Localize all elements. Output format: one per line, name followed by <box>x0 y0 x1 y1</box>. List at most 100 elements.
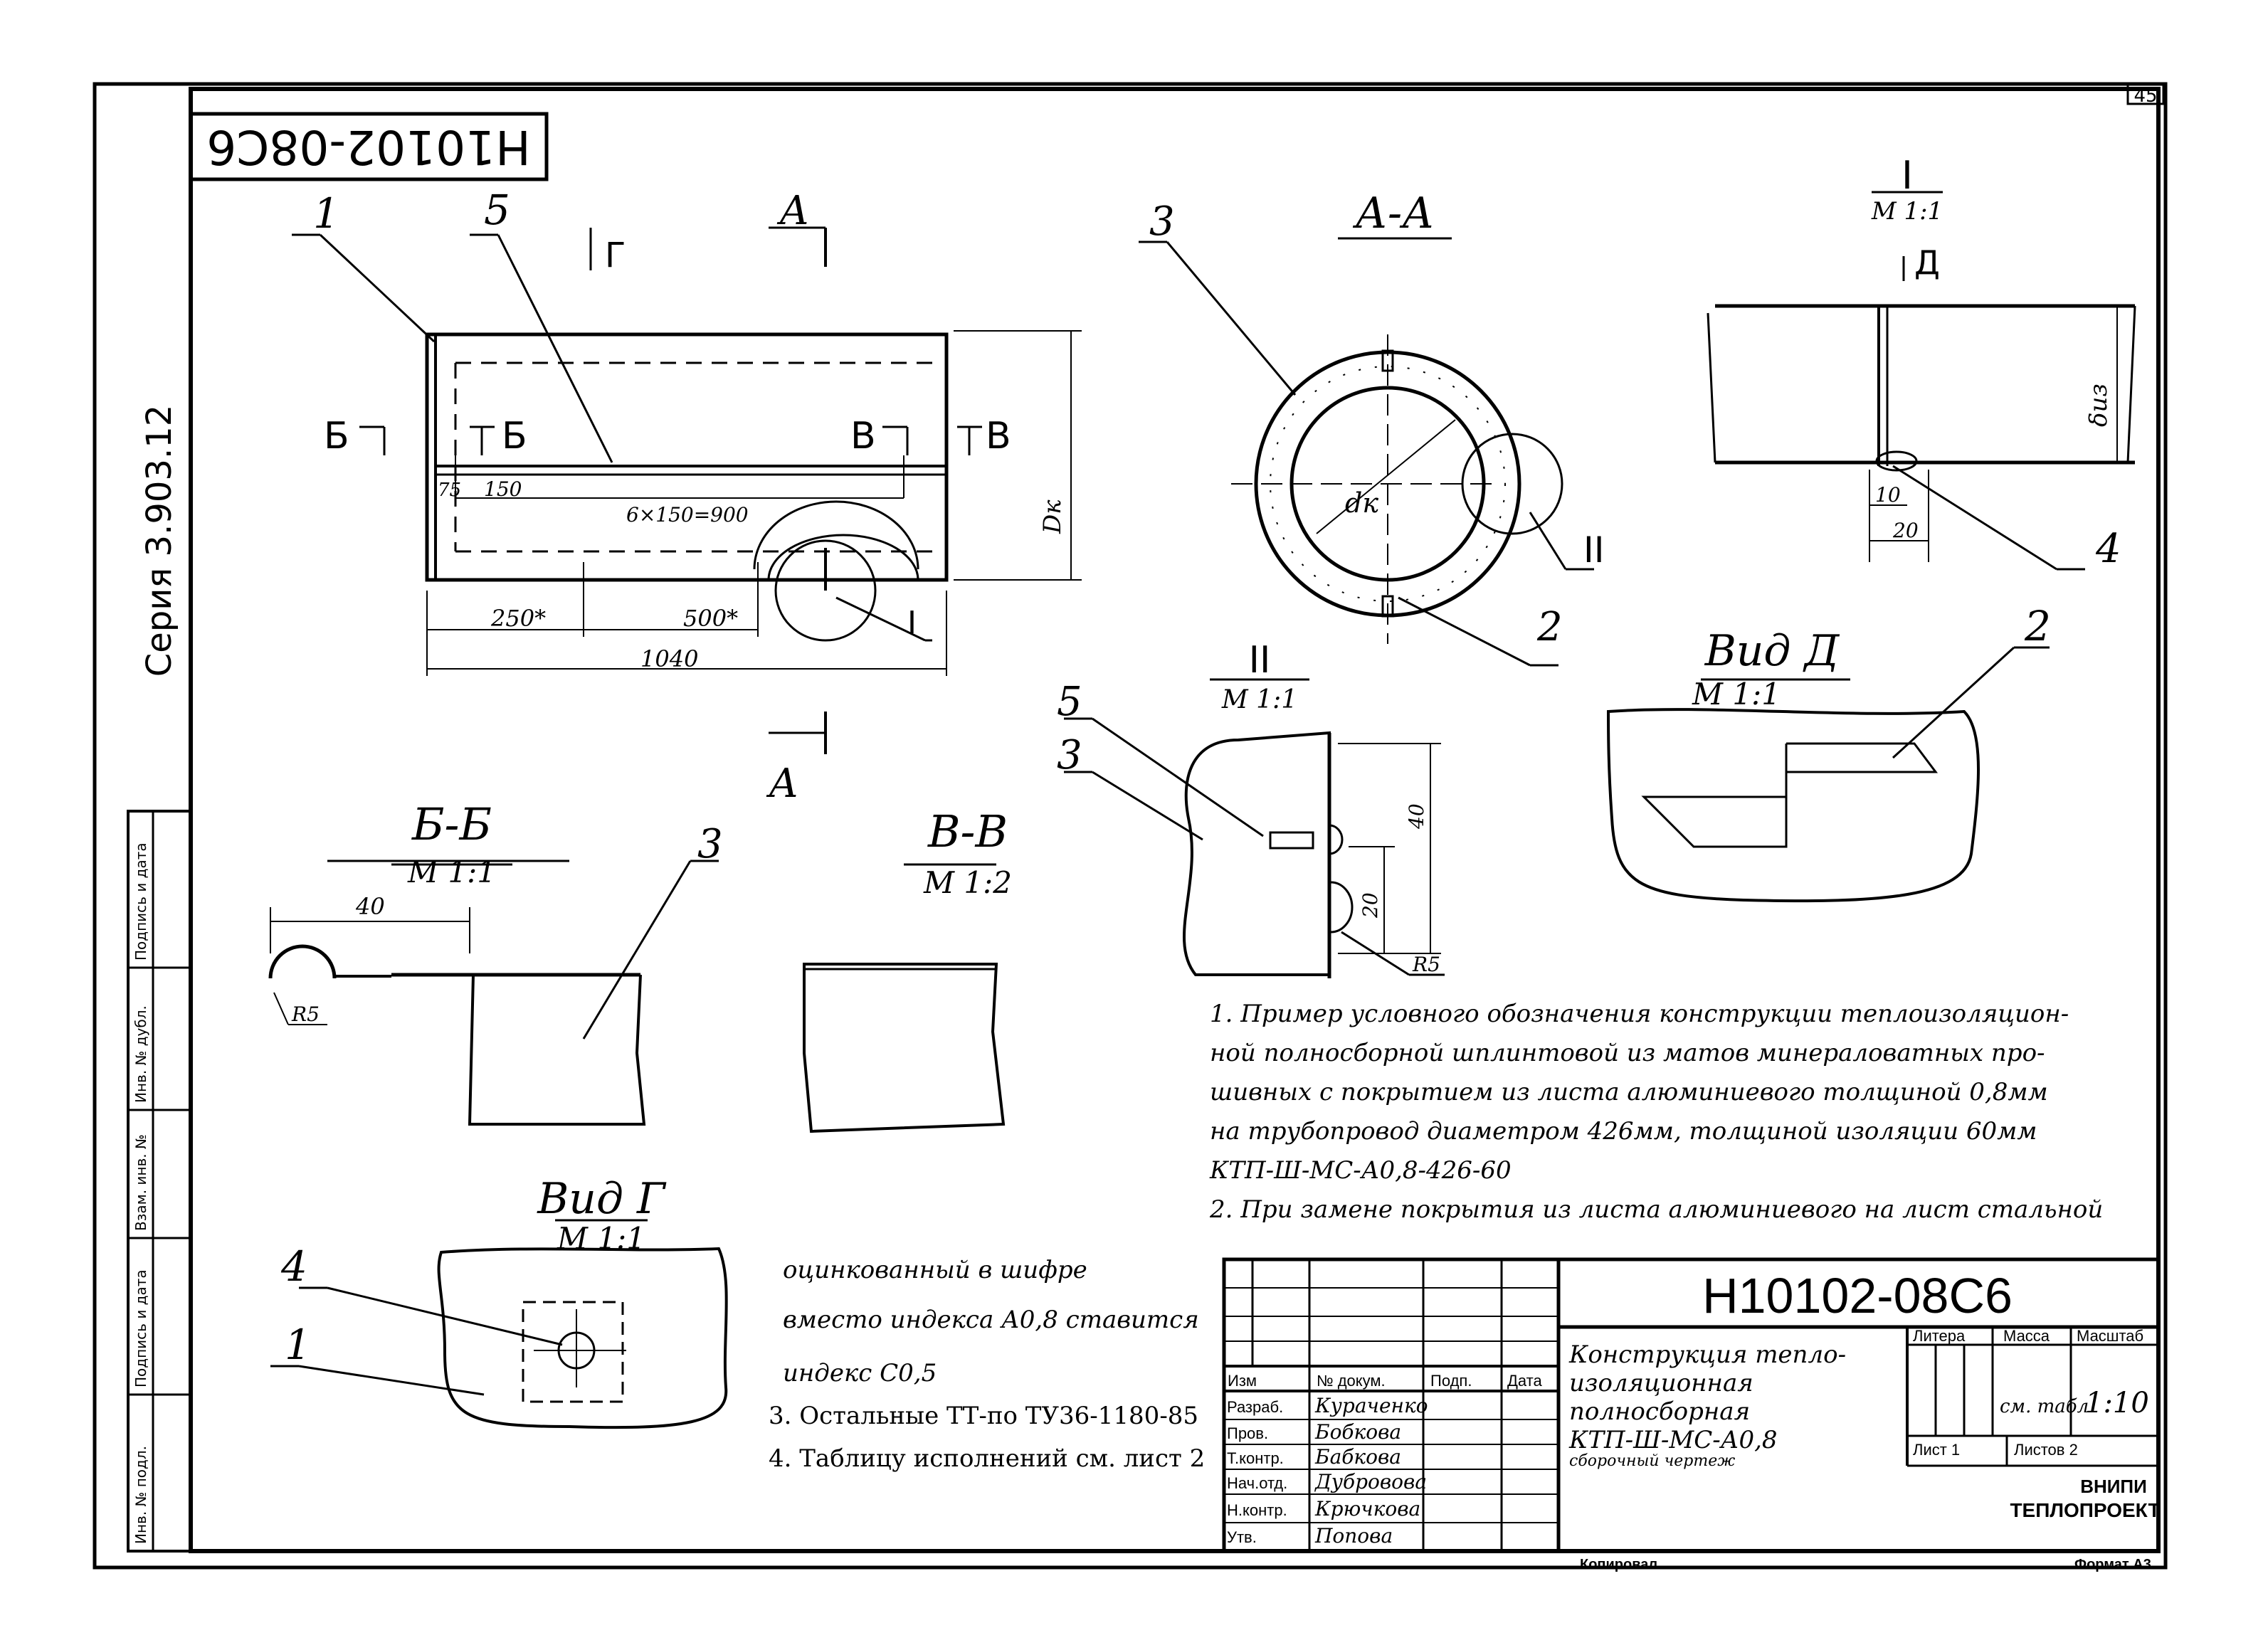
view-g <box>270 1219 728 1429</box>
section-a-top: А <box>776 188 809 234</box>
tb-header-doc: № докум. <box>1317 1372 1386 1390</box>
section-bb-scale: М 1:1 <box>407 855 496 889</box>
detail-ii-dim-40: 40 <box>1405 803 1428 830</box>
section-bb-title: Б-Б <box>411 798 492 850</box>
dim-dk: Dк <box>1038 499 1067 534</box>
section-aa-dk: dк <box>1345 487 1378 519</box>
view-d-title: Вид Д <box>1704 626 1840 676</box>
detail-i-scale: М 1:1 <box>1871 197 1943 226</box>
copied-by: Копировал <box>1580 1557 1657 1572</box>
note-line-10: 3. Остальные ТТ-по ТУ36-1180-85 <box>769 1402 1199 1430</box>
note-line-2: ной полносборной шплинтовой из матов мин… <box>1210 1039 2045 1067</box>
section-vv <box>803 863 1006 1133</box>
strip-inv-dubl: Инв. № дубл. <box>132 1005 149 1103</box>
detail-ii-dim-20: 20 <box>1359 892 1382 919</box>
section-aa-callout-2: 2 <box>1536 604 1563 650</box>
detail-ii-callout-3: 3 <box>1057 732 1082 778</box>
detail-ii-callout-5: 5 <box>1057 679 1082 725</box>
detail-i-dim-10: 10 <box>1875 483 1901 507</box>
strip-vzam-inv: Взам. инв. № <box>132 1134 149 1231</box>
detail-i <box>1707 191 2136 571</box>
tb-name-line-3: КТП-Ш-МС-А0,8 <box>1568 1426 1778 1454</box>
section-aa-title: А-А <box>1352 189 1434 238</box>
tb-header-sign: Подп. <box>1430 1372 1472 1390</box>
section-bb <box>268 860 719 1126</box>
note-line-11: 4. Таблицу исполнений см. лист 2 <box>769 1444 1206 1473</box>
label-b-right: Б <box>502 415 527 458</box>
note-line-5: КТП-Ш-МС-А0,8-426-60 <box>1210 1156 1512 1185</box>
section-aa-callout-3: 3 <box>1149 199 1175 245</box>
section-a-bottom: А <box>766 761 798 807</box>
title-block <box>1222 1257 2161 1553</box>
section-bb-callout-3: 3 <box>697 821 723 867</box>
main-view <box>292 226 1082 754</box>
tb-scale-value: 1:10 <box>2085 1387 2149 1419</box>
tb-name-line-2: полносборная <box>1569 1397 1750 1426</box>
dim-250: 250* <box>490 605 546 632</box>
tb-header-date: Дата <box>1507 1372 1542 1390</box>
tb-mass-value: см. табл <box>2000 1396 2089 1417</box>
title-block-code: Н10102-08С6 <box>1702 1268 2013 1323</box>
detail-i-dim-20: 20 <box>1892 519 1919 542</box>
label-v-right: В <box>986 415 1011 458</box>
dim-900: 6×150=900 <box>626 503 749 527</box>
section-bb-dim-r5: R5 <box>291 1003 320 1026</box>
page-number-box <box>2126 83 2165 105</box>
label-v-left: В <box>850 415 876 458</box>
section-aa-detail-ii: II <box>1583 529 1605 571</box>
tb-name-5: Попова <box>1314 1524 1393 1548</box>
tb-name-3: Дубровова <box>1314 1470 1427 1493</box>
view-d <box>1606 646 2050 903</box>
tb-name-2: Бабкова <box>1314 1445 1401 1469</box>
dim-500: 500* <box>683 605 738 632</box>
dim-1040: 1040 <box>640 645 698 672</box>
view-d-callout-2: 2 <box>2024 602 2051 650</box>
tb-org-1: ТЕПЛОПРОЕКТ <box>2010 1499 2160 1521</box>
tb-name-4: Крючкова <box>1314 1497 1420 1521</box>
tb-name-line-4: сборочный чертеж <box>1569 1452 1735 1470</box>
tb-sheet: Лист 1 <box>1913 1441 1960 1459</box>
left-strip: Инв. № подл. Подпись и дата Взам. инв. №… <box>127 810 192 1553</box>
view-g-arrow-label: Г <box>605 236 626 275</box>
tb-name-0: Кураченко <box>1314 1394 1428 1417</box>
dim-75: 75 <box>438 480 461 501</box>
note-line-8: вместо индекса А0,8 ставится <box>783 1306 1199 1334</box>
note-line-4: на трубопровод диаметром 426мм, толщиной… <box>1210 1117 2037 1146</box>
outer-border <box>93 82 2168 1570</box>
series-label: Серия 3.903.12 <box>139 405 179 677</box>
tb-sheets: Листов 2 <box>2014 1441 2078 1459</box>
tb-role-1: Пров. <box>1227 1424 1268 1442</box>
tb-name-line-0: Конструкция тепло- <box>1568 1340 1846 1369</box>
tb-role-5: Утв. <box>1227 1528 1257 1546</box>
detail-i-title: I <box>1902 153 1913 198</box>
callout-5: 5 <box>484 186 510 234</box>
tb-role-0: Разраб. <box>1227 1398 1283 1416</box>
strip-podpis-1: Подпись и дата <box>132 1269 149 1387</box>
page-number: 45 <box>2133 85 2157 107</box>
note-line-3: шивных с покрытием из листа алюминиевого… <box>1210 1078 2048 1106</box>
detail-ii-dim-r5: R5 <box>1412 953 1440 976</box>
tb-scale-label: Масштаб <box>2077 1327 2143 1345</box>
tb-name-line-1: изоляционная <box>1569 1369 1753 1397</box>
detail-i-callout-4: 4 <box>2095 526 2121 572</box>
tb-name-1: Бобкова <box>1314 1420 1401 1444</box>
note-line-1: 1. Пример условного обозначения конструк… <box>1210 1000 2069 1028</box>
view-g-title: Вид Г <box>537 1174 667 1224</box>
dim-150: 150 <box>484 477 522 501</box>
strip-inv-podl: Инв. № подл. <box>132 1446 149 1544</box>
tb-role-2: Т.контр. <box>1227 1449 1284 1467</box>
rotated-code-box <box>189 112 549 181</box>
tb-role-4: Н.контр. <box>1227 1501 1287 1519</box>
detail-ii-scale: М 1:1 <box>1221 685 1297 714</box>
tb-role-3: Нач.отд. <box>1227 1474 1287 1492</box>
section-vv-title: В-В <box>927 805 1008 857</box>
label-b-left: Б <box>324 415 349 458</box>
note-line-7: оцинкованный в шифре <box>783 1256 1087 1284</box>
detail-ref-i: I <box>907 605 917 641</box>
format-label: Формат А3 <box>2074 1557 2151 1572</box>
view-g-callout-4: 4 <box>280 1242 307 1291</box>
section-aa <box>1139 237 1594 667</box>
detail-ii-title: II <box>1249 639 1271 682</box>
